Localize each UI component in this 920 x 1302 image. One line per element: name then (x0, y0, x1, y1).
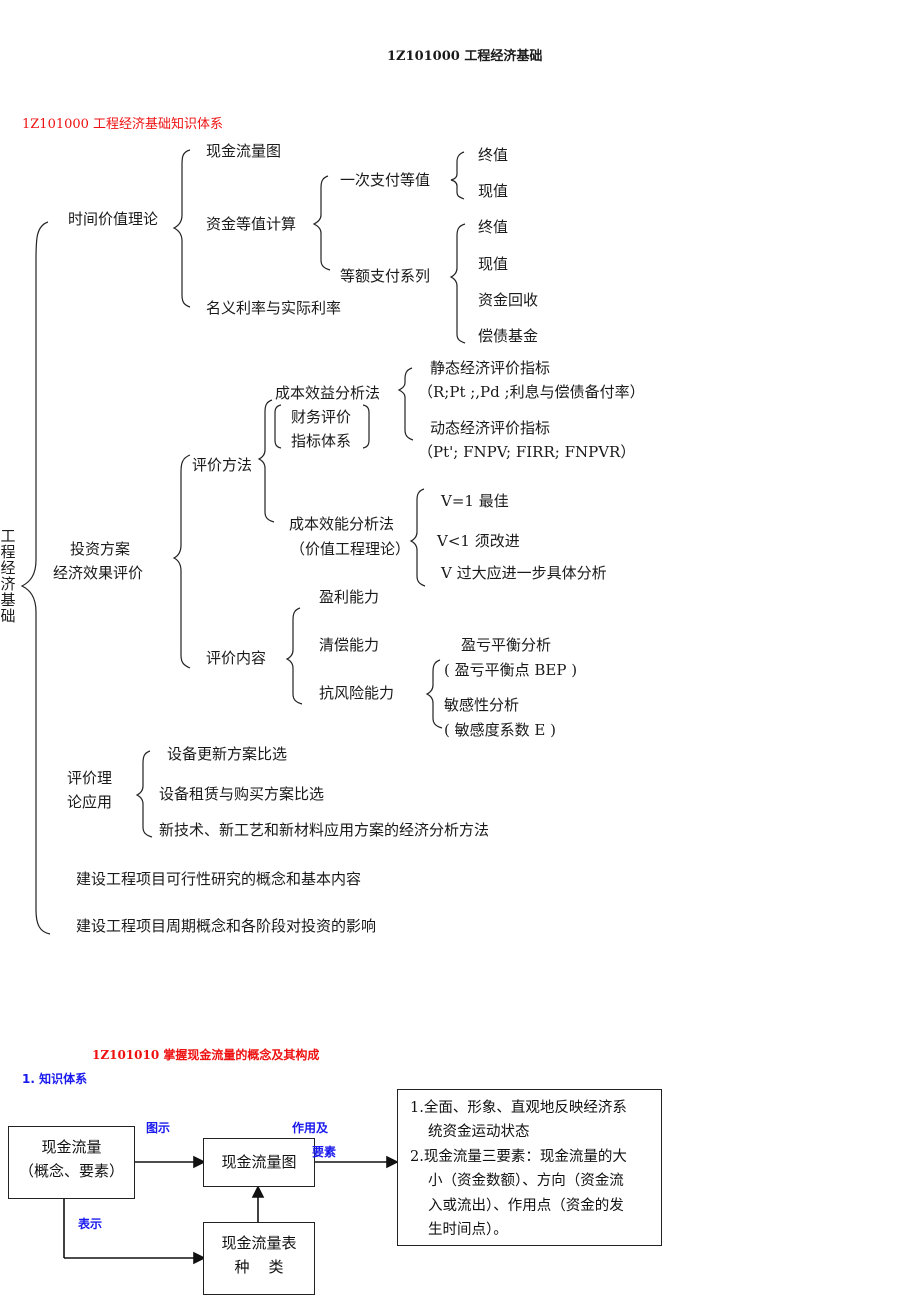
node-dynamic-index: 动态经济评价指标 (430, 419, 551, 437)
node-value-engineering: （价值工程理论） (290, 540, 411, 558)
node-time-value: 时间价值理论 (68, 210, 159, 228)
node-static-index: 静态经济评价指标 (430, 359, 551, 377)
dynamic-index-detail: （Pt'; FNPV; FIRR; FNPVR） (418, 443, 636, 461)
document-title: 1Z101000 工程经济基础 (387, 49, 543, 64)
section1-heading: 1Z101000 工程经济基础知识体系 (22, 117, 224, 132)
node-fin-index-line1: 财务评价 (291, 408, 352, 426)
leaf-sinking-fund: 偿债基金 (478, 327, 539, 345)
leaf-new-tech: 新技术、新工艺和新材料应用方案的经济分析方法 (159, 821, 490, 839)
label-function-line2: 要素 (312, 1145, 337, 1159)
box-cash-flow-concept: 现金流量 （概念、要素） (8, 1126, 135, 1199)
box-cash-flow-table: 现金流量表 种 类 (203, 1222, 315, 1295)
leaf-single-fv: 终值 (478, 146, 509, 164)
leaf-solvency: 清偿能力 (319, 636, 380, 654)
label-represent: 表示 (78, 1217, 103, 1231)
node-fin-index-line2: 指标体系 (291, 432, 352, 450)
leaf-equipment-renewal: 设备更新方案比选 (167, 745, 288, 763)
node-cost-benefit: 成本效益分析法 (275, 384, 381, 402)
leaf-series-fv: 终值 (478, 218, 509, 236)
leaf-v-too-large: V 过大应进一步具体分析 (441, 564, 607, 582)
section2-heading: 1Z101010 掌握现金流量的概念及其构成 (92, 1048, 320, 1062)
node-single-payment: 一次支付等值 (340, 171, 431, 189)
leaf-capital-recovery: 资金回收 (478, 291, 539, 309)
node-investment-eval-line1: 投资方案 (70, 540, 131, 558)
label-graphic: 图示 (146, 1121, 171, 1135)
section2-subheading: 1. 知识体系 (22, 1072, 88, 1086)
leaf-profitability: 盈利能力 (319, 588, 380, 606)
node-lifecycle: 建设工程项目周期概念和各阶段对投资的影响 (76, 917, 377, 935)
leaf-single-pv: 现值 (478, 182, 509, 200)
node-nominal-rate: 名义利率与实际利率 (206, 299, 342, 317)
leaf-v-equal-1: V=1 最佳 (441, 492, 509, 510)
node-cost-effectiveness: 成本效能分析法 (289, 515, 395, 533)
static-index-detail: （R;Pt ;,Pd ;利息与偿债备付率） (418, 383, 645, 401)
node-cash-flow-chart: 现金流量图 (206, 142, 282, 160)
node-sensitivity: 敏感性分析 (444, 696, 520, 714)
breakeven-detail: ( 盈亏平衡点 BEP ) (444, 661, 578, 679)
label-function-line1: 作用及 (292, 1121, 329, 1135)
node-risk-resistance: 抗风险能力 (319, 684, 395, 702)
box-function-notes: 1.全面、形象、直观地反映经济系 统资金运动状态 2.现金流量三要素：现金流量的… (397, 1089, 662, 1246)
node-application-line1: 评价理 (67, 769, 113, 787)
node-feasibility: 建设工程项目可行性研究的概念和基本内容 (76, 870, 362, 888)
node-investment-eval-line2: 经济效果评价 (53, 564, 144, 582)
node-eval-methods: 评价方法 (192, 456, 253, 474)
node-application-line2: 论应用 (67, 793, 113, 811)
box-cash-flow-chart: 现金流量图 (203, 1138, 315, 1187)
leaf-series-pv: 现值 (478, 255, 509, 273)
leaf-lease-vs-buy: 设备租赁与购买方案比选 (159, 785, 325, 803)
root-label: 工程经济基础 (0, 527, 16, 625)
node-breakeven: 盈亏平衡分析 (461, 636, 552, 654)
sensitivity-detail: ( 敏感度系数 E ) (444, 721, 556, 739)
node-eval-content: 评价内容 (206, 649, 267, 667)
leaf-v-less-1: V<1 须改进 (437, 532, 520, 550)
node-uniform-series: 等额支付系列 (340, 267, 431, 285)
node-equivalence-calc: 资金等值计算 (206, 215, 297, 233)
